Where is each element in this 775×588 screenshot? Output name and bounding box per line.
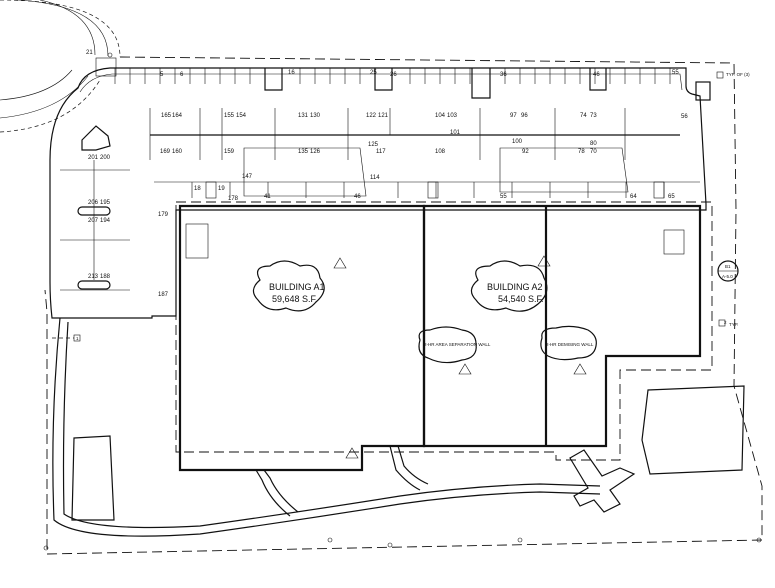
svg-text:26: 26 bbox=[390, 72, 397, 78]
svg-text:117: 117 bbox=[376, 149, 386, 155]
svg-text:65: 65 bbox=[668, 194, 675, 200]
svg-text:122: 122 bbox=[366, 113, 377, 119]
revision-triangles bbox=[333, 255, 587, 459]
cul-de-sac bbox=[0, 0, 121, 133]
svg-text:213: 213 bbox=[88, 274, 99, 280]
building-setback-outline bbox=[175, 201, 713, 461]
svg-text:A-5.0: A-5.0 bbox=[722, 274, 733, 279]
svg-text:147: 147 bbox=[242, 174, 253, 180]
top-row-numbers: 21 5 6 16 25 26 36 46 55 bbox=[86, 50, 679, 78]
island-bottom-numbers: 169 160 159 135 126 117 108 92 78 70 114… bbox=[160, 114, 688, 181]
svg-text:100: 100 bbox=[512, 139, 523, 145]
svg-text:TYP.: TYP. bbox=[729, 322, 738, 327]
svg-text:114: 114 bbox=[370, 175, 380, 181]
svg-text:55: 55 bbox=[500, 194, 507, 200]
svg-text:131: 131 bbox=[298, 113, 309, 119]
typical-markers: TYP. OF (3) 2 TYP. 1 bbox=[52, 71, 750, 342]
island-mid-numbers: 125 101 100 80 bbox=[368, 130, 597, 148]
front-row-numbers: 18 19 147 178 41 46 55 64 65 bbox=[194, 174, 675, 202]
svg-text:21: 21 bbox=[86, 50, 93, 56]
building-a2 bbox=[422, 204, 702, 448]
building-a1-label: BUILDING A1 59,648 S.F. bbox=[252, 260, 325, 312]
svg-text:135: 135 bbox=[298, 149, 309, 155]
section-tag-b1: B1 A-5.0 bbox=[717, 260, 739, 282]
svg-text:5: 5 bbox=[160, 72, 164, 78]
svg-text:80: 80 bbox=[590, 141, 597, 147]
svg-text:121: 121 bbox=[378, 113, 389, 119]
svg-text:46: 46 bbox=[593, 72, 600, 78]
svg-text:160: 160 bbox=[172, 149, 183, 155]
svg-text:2: 2 bbox=[724, 320, 727, 325]
svg-text:TYP. OF (3): TYP. OF (3) bbox=[726, 72, 750, 77]
property-line bbox=[44, 56, 763, 555]
svg-text:188: 188 bbox=[100, 274, 111, 280]
svg-text:194: 194 bbox=[100, 218, 111, 224]
svg-text:B1: B1 bbox=[725, 264, 731, 269]
svg-text:206: 206 bbox=[88, 200, 99, 206]
svg-text:92: 92 bbox=[522, 149, 529, 155]
building-a2-label: BUILDING A2 54,540 S.F. bbox=[470, 260, 548, 312]
svg-text:78: 78 bbox=[578, 149, 585, 155]
svg-text:BUILDING A1: BUILDING A1 bbox=[269, 282, 325, 292]
front-stall-row bbox=[154, 181, 700, 199]
svg-text:36: 36 bbox=[500, 72, 507, 78]
svg-text:126: 126 bbox=[310, 149, 321, 155]
svg-text:169: 169 bbox=[160, 149, 171, 155]
svg-text:195: 195 bbox=[100, 200, 111, 206]
svg-text:64: 64 bbox=[630, 194, 637, 200]
svg-text:179: 179 bbox=[158, 212, 169, 218]
svg-text:BUILDING A2: BUILDING A2 bbox=[487, 282, 543, 292]
svg-text:73: 73 bbox=[590, 113, 597, 119]
wall-note-2: 2-HR DEMISING WALL bbox=[540, 325, 597, 361]
top-stall-row bbox=[114, 68, 671, 99]
svg-text:46: 46 bbox=[354, 194, 361, 200]
svg-text:41: 41 bbox=[264, 194, 271, 200]
wall-note-1: 2-HR AREA SEPARATION WALL bbox=[418, 326, 491, 364]
svg-text:70: 70 bbox=[590, 149, 597, 155]
svg-text:154: 154 bbox=[236, 113, 247, 119]
svg-text:25: 25 bbox=[370, 70, 377, 76]
svg-text:16: 16 bbox=[288, 70, 295, 76]
svg-text:187: 187 bbox=[158, 292, 169, 298]
svg-text:130: 130 bbox=[310, 113, 321, 119]
svg-text:96: 96 bbox=[521, 113, 528, 119]
svg-text:56: 56 bbox=[681, 114, 688, 120]
svg-text:54,540 S.F.: 54,540 S.F. bbox=[498, 294, 544, 304]
walkways bbox=[52, 317, 745, 537]
svg-text:201: 201 bbox=[88, 155, 99, 161]
svg-text:103: 103 bbox=[447, 113, 458, 119]
svg-text:207: 207 bbox=[88, 218, 99, 224]
svg-text:178: 178 bbox=[228, 196, 239, 202]
svg-text:200: 200 bbox=[100, 155, 111, 161]
svg-text:2-HR DEMISING WALL: 2-HR DEMISING WALL bbox=[546, 342, 594, 347]
left-parking-column: 201 200 206 195 207 194 213 188 179 187 bbox=[60, 125, 169, 298]
svg-text:2-HR AREA SEPARATION WALL: 2-HR AREA SEPARATION WALL bbox=[424, 342, 491, 347]
svg-text:159: 159 bbox=[224, 149, 235, 155]
svg-text:55: 55 bbox=[672, 70, 679, 76]
svg-text:74: 74 bbox=[580, 113, 587, 119]
svg-text:18: 18 bbox=[194, 186, 201, 192]
svg-text:101: 101 bbox=[450, 130, 461, 136]
svg-text:125: 125 bbox=[368, 142, 379, 148]
svg-text:97: 97 bbox=[510, 113, 517, 119]
parking-islands bbox=[149, 108, 680, 197]
svg-text:165: 165 bbox=[161, 113, 172, 119]
svg-text:164: 164 bbox=[172, 113, 183, 119]
svg-text:155: 155 bbox=[224, 113, 235, 119]
svg-text:1: 1 bbox=[76, 336, 79, 341]
svg-text:19: 19 bbox=[218, 186, 225, 192]
svg-text:6: 6 bbox=[180, 72, 184, 78]
accessory-details bbox=[43, 52, 762, 551]
building-a1 bbox=[178, 204, 426, 472]
svg-text:108: 108 bbox=[435, 149, 446, 155]
island-top-numbers: 165 164 155 154 131 130 122 121 104 103 … bbox=[161, 113, 597, 119]
svg-text:104: 104 bbox=[435, 113, 446, 119]
parking-lot-outline bbox=[49, 67, 707, 319]
svg-text:59,648 S.F.: 59,648 S.F. bbox=[272, 294, 318, 304]
